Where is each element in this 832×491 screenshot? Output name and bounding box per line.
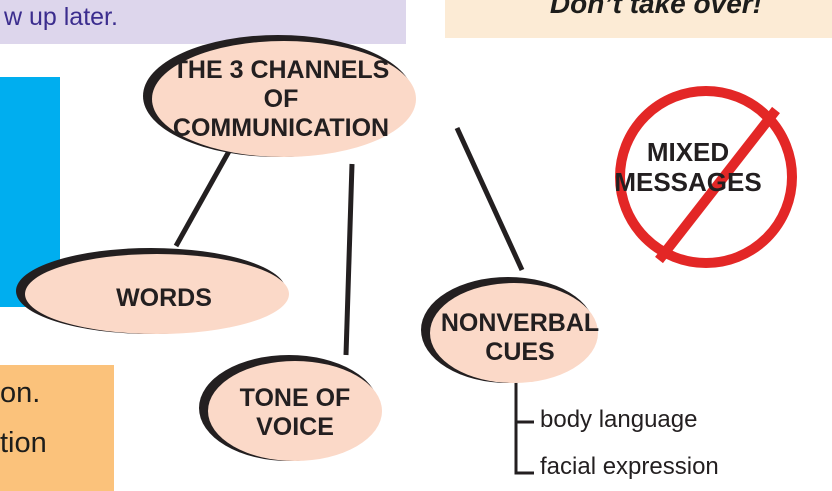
- orange-note-line-2: tion: [0, 427, 47, 459]
- peach-tip-text: Don’t take over!: [549, 0, 762, 19]
- purple-note-panel: w up later.: [0, 0, 406, 44]
- channel-words-label: WORDS: [116, 284, 212, 312]
- mixed-messages-label: MIXED MESSAGES: [598, 137, 778, 197]
- purple-note-text: w up later.: [4, 3, 118, 31]
- channel-nonverbal-label: NONVERBAL CUES: [440, 309, 600, 367]
- channel-nonverbal-line-1: NONVERBAL: [440, 309, 600, 337]
- nonverbal-example-facial-expression: facial expression: [540, 453, 719, 480]
- words-ellipse: [16, 248, 289, 334]
- nonverbal-ellipse: [421, 277, 598, 383]
- central-topic-ellipse: [143, 35, 416, 157]
- connector-tone: [343, 163, 355, 356]
- peach-tip-panel: Don’t take over!: [445, 0, 832, 38]
- central-topic-line-2: COMMUNICATION: [172, 114, 390, 142]
- tone-ellipse: [199, 355, 382, 461]
- mixed-messages-line-1: MIXED: [646, 137, 730, 167]
- central-topic-line-1: THE 3 CHANNELS OF: [172, 56, 390, 113]
- channel-tone-line-1: TONE OF: [239, 384, 351, 412]
- central-topic-label: THE 3 CHANNELS OF COMMUNICATION: [160, 56, 402, 143]
- channel-tone-line-2: VOICE: [256, 413, 334, 441]
- mixed-messages-line-2: MESSAGES: [614, 167, 762, 197]
- connector-nonverbal: [454, 126, 525, 272]
- orange-note-line-1: on.: [0, 377, 41, 409]
- examples-bracket: [514, 383, 534, 475]
- channel-nonverbal-line-2: CUES: [485, 338, 555, 366]
- orange-note-panel: on. tion: [0, 365, 114, 491]
- nonverbal-example-body-language: body language: [540, 406, 698, 433]
- channel-tone-label: TONE OF VOICE: [210, 384, 380, 442]
- prohibition-sign-icon: [615, 86, 797, 268]
